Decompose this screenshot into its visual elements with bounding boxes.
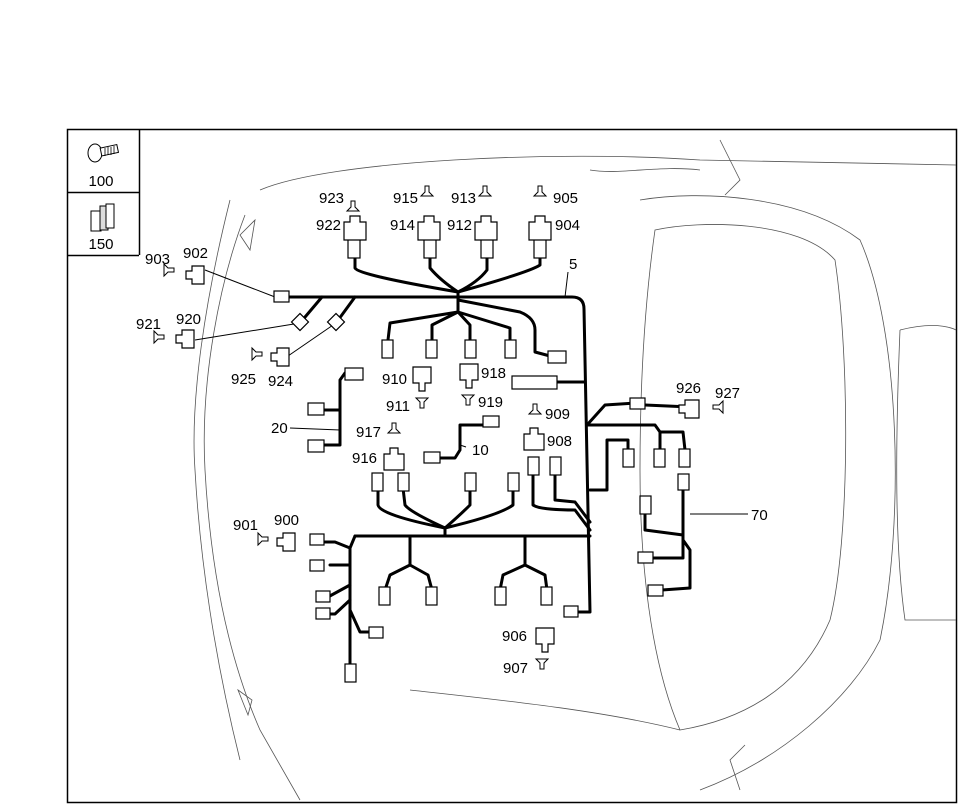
callout-911: 911 <box>386 398 410 415</box>
parts-legend: 100 150 <box>67 129 141 257</box>
callout-909: 909 <box>545 406 570 423</box>
callout-921: 921 <box>136 316 161 333</box>
callout-902: 902 <box>183 245 208 262</box>
legend-part-number: 100 <box>88 173 113 190</box>
clip-icon <box>90 203 115 232</box>
callout-913: 913 <box>451 190 476 207</box>
screw-icon <box>87 143 120 163</box>
callout-20: 20 <box>271 420 288 437</box>
callout-910: 910 <box>382 371 407 388</box>
callout-labels: 923 915 913 905 922 914 912 904 903 902 … <box>136 190 768 677</box>
callout-915: 915 <box>393 190 418 207</box>
callout-906: 906 <box>502 628 527 645</box>
callout-916: 916 <box>352 450 377 467</box>
callout-923: 923 <box>319 190 344 207</box>
callout-908: 908 <box>547 433 572 450</box>
callout-901: 901 <box>233 517 258 534</box>
callout-918: 918 <box>481 365 506 382</box>
callout-917: 917 <box>356 424 381 441</box>
connectors <box>273 237 691 683</box>
callout-903: 903 <box>145 251 170 268</box>
wire-harness <box>194 256 748 670</box>
callout-925: 925 <box>231 371 256 388</box>
callout-920: 920 <box>176 311 201 328</box>
callout-70: 70 <box>751 507 768 524</box>
callout-914: 914 <box>390 217 415 234</box>
callout-10: 10 <box>472 442 489 459</box>
callout-900: 900 <box>274 512 299 529</box>
callout-907: 907 <box>503 660 528 677</box>
legend-part-number: 150 <box>88 236 113 253</box>
callout-922: 922 <box>316 217 341 234</box>
callout-912: 912 <box>447 217 472 234</box>
callout-904: 904 <box>555 217 580 234</box>
callout-919: 919 <box>478 394 503 411</box>
vehicle-outline <box>193 139 957 801</box>
callout-924: 924 <box>268 373 293 390</box>
callout-905: 905 <box>553 190 578 207</box>
sensor-housings <box>153 185 724 670</box>
callout-926: 926 <box>676 380 701 397</box>
callout-5: 5 <box>569 256 577 273</box>
diagram-frame <box>66 128 958 804</box>
callout-927: 927 <box>715 385 740 402</box>
